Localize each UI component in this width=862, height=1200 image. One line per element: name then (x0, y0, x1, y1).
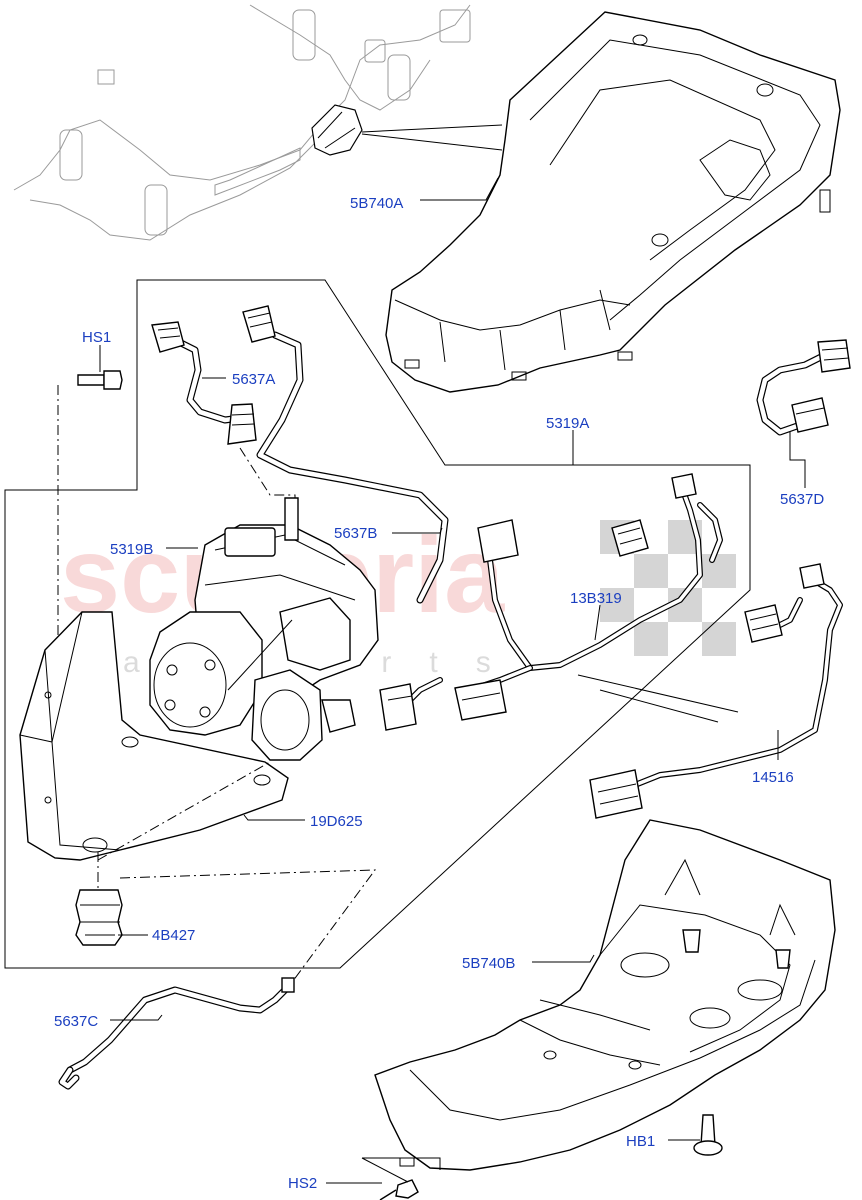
part-hs2-bolt (361, 1157, 441, 1200)
vehicle-context-inset (13, 4, 503, 241)
part-13b319-harness (379, 473, 723, 731)
part-5637a-hose (151, 321, 296, 510)
part-5319b-compressor (149, 497, 379, 761)
label-5319a[interactable]: 5319A (546, 415, 589, 432)
label-5637a[interactable]: 5637A (232, 371, 275, 388)
label-hb1[interactable]: HB1 (626, 1133, 655, 1150)
leader-lines (99, 177, 806, 1184)
label-19d625[interactable]: 19D625 (310, 813, 363, 830)
label-4b427[interactable]: 4B427 (152, 927, 195, 944)
label-hs2[interactable]: HS2 (288, 1175, 317, 1192)
assembly-frame (4, 279, 751, 969)
label-hs1[interactable]: HS1 (82, 329, 111, 346)
part-19d625-bracket (19, 611, 289, 861)
label-5637b[interactable]: 5637B (334, 525, 377, 542)
label-13b319[interactable]: 13B319 (570, 590, 622, 607)
part-labels: 5B740A HS1 5637A 5319A 5637D 5637B 5319B… (54, 195, 824, 1192)
label-14516[interactable]: 14516 (752, 769, 794, 786)
part-5b740a-upper-cover (385, 11, 841, 393)
part-5637d-hose (756, 339, 851, 436)
label-5637c[interactable]: 5637C (54, 1013, 98, 1030)
part-5b740b-lower-cover (374, 819, 836, 1171)
label-5637d[interactable]: 5637D (780, 491, 824, 508)
highlighted-compressor (311, 104, 363, 156)
part-hb1-fastener (693, 1114, 723, 1156)
label-5b740b[interactable]: 5B740B (462, 955, 515, 972)
part-5637c-pipe (58, 977, 295, 1090)
part-4b427-isolator (75, 761, 377, 986)
label-5b740a[interactable]: 5B740A (350, 195, 403, 212)
part-5637b-hose (242, 305, 449, 604)
label-5319b[interactable]: 5319B (110, 541, 153, 558)
part-14516-harness (577, 563, 843, 819)
